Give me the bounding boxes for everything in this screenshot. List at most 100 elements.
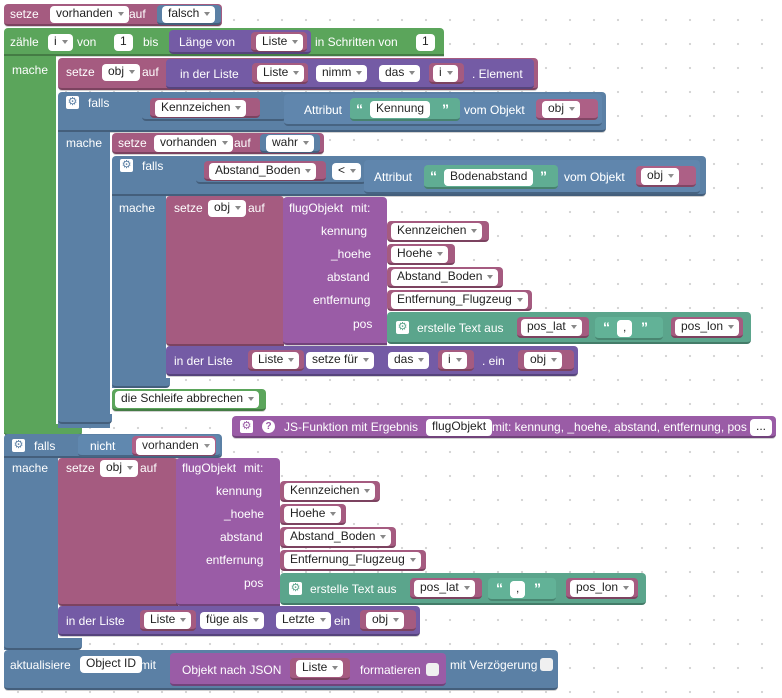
var-dropdown[interactable]: vorhanden xyxy=(50,6,129,23)
flugobjekt-call-block[interactable]: flugObjekt mit: kennung _hoehe abstand e… xyxy=(283,197,387,345)
obj-dropdown[interactable]: obj xyxy=(100,460,139,477)
lon-dropdown[interactable]: pos_lon xyxy=(570,580,635,597)
lon-dropdown[interactable]: pos_lon xyxy=(675,319,740,336)
to-json-block[interactable]: Objekt nach JSON Liste formatieren xyxy=(170,653,446,686)
format-checkbox[interactable] xyxy=(426,663,439,676)
flugobjekt-call-block-2[interactable]: flugObjekt mit: kennung _hoehe abstand e… xyxy=(176,458,280,606)
function-name-field[interactable]: flugObjekt xyxy=(426,419,493,436)
kennzeichen-dropdown[interactable]: Kennzeichen xyxy=(391,223,483,240)
var-dropdown[interactable]: vorhanden xyxy=(154,135,233,152)
attribute-block[interactable]: Attribut “ Kennung ” vom Objekt obj xyxy=(284,94,602,126)
gear-icon[interactable]: ⚙ xyxy=(12,439,25,452)
set-obj-flugobjekt-block-2[interactable]: setze obj auf xyxy=(58,458,178,606)
list-dropdown[interactable]: Liste xyxy=(257,65,305,82)
compare-block[interactable]: Kennzeichen = xyxy=(142,95,368,121)
compare-block[interactable]: Abstand_Boden < xyxy=(196,158,366,184)
separator-text[interactable]: , xyxy=(617,320,633,337)
hoehe-dropdown[interactable]: Hoehe xyxy=(391,246,449,263)
object-id-field[interactable]: Object ID xyxy=(80,656,143,673)
obj-dropdown[interactable]: obj xyxy=(102,64,141,81)
more-button[interactable]: ... xyxy=(750,419,773,436)
list-dropdown[interactable]: Liste xyxy=(144,612,192,629)
list-var-block[interactable]: Liste xyxy=(248,350,304,371)
bool-dropdown[interactable]: wahr xyxy=(266,135,315,152)
abstand-var-block[interactable]: Abstand_Boden xyxy=(387,267,503,288)
kennzeichen-var-block[interactable]: Kennzeichen xyxy=(387,221,489,242)
entfernung-var-block[interactable]: Entfernung_Flugzeug xyxy=(280,550,426,571)
op-dropdown[interactable]: nimm xyxy=(316,65,368,82)
list-var-block[interactable]: Liste xyxy=(252,63,308,84)
help-icon[interactable]: ? xyxy=(262,420,275,433)
gear-icon[interactable]: ⚙ xyxy=(66,96,79,109)
kennzeichen-var-block[interactable]: Kennzeichen xyxy=(280,481,380,502)
vorhanden-dropdown[interactable]: vorhanden xyxy=(136,438,215,455)
set-vorhanden-true-block[interactable]: setze vorhanden auf wahr xyxy=(112,133,324,154)
obj-dropdown[interactable]: obj xyxy=(542,101,581,118)
abstand-var-block[interactable]: Abstand_Boden xyxy=(280,527,396,548)
obj-var-block[interactable]: obj xyxy=(360,610,416,631)
abstand-dropdown[interactable]: Abstand_Boden xyxy=(209,163,317,180)
list-var-block[interactable]: Liste xyxy=(140,610,196,631)
attribute-block[interactable]: Attribut “ Bodenabstand ” vom Objekt obj xyxy=(364,160,700,194)
list-get-block[interactable]: in der Liste Liste nimm das i . Element xyxy=(166,59,534,89)
if-kennzeichen-block[interactable]: ⚙ falls Kennzeichen = Attribut “ Kennung… xyxy=(58,92,606,132)
bool-block[interactable]: wahr xyxy=(260,134,320,153)
break-dropdown[interactable]: die Schleife abbrechen xyxy=(115,391,260,408)
break-loop-block[interactable]: die Schleife abbrechen xyxy=(112,389,266,411)
delay-checkbox[interactable] xyxy=(540,658,553,671)
index-dropdown[interactable]: i xyxy=(433,65,458,82)
separator-text-block[interactable]: “ , ” xyxy=(595,317,663,340)
abstand-dropdown[interactable]: Abstand_Boden xyxy=(284,529,392,546)
text-join-block-2[interactable]: ⚙ erstelle Text aus pos_lat “ , ” pos_lo… xyxy=(280,573,646,605)
js-function-block[interactable]: ⚙ ? JS-Funktion mit Ergebnis flugObjekt … xyxy=(232,416,776,438)
index-dropdown[interactable]: i xyxy=(442,352,467,369)
lat-dropdown[interactable]: pos_lat xyxy=(521,319,582,336)
separator-text[interactable]: , xyxy=(510,581,526,598)
obj-var-block[interactable]: obj xyxy=(636,166,696,187)
if-abstand-block[interactable]: ⚙ falls Abstand_Boden < Attribut “ Boden… xyxy=(112,156,706,196)
text-literal-block[interactable]: “ Kennung ” xyxy=(350,98,460,121)
kennung-text[interactable]: Kennung xyxy=(370,101,431,118)
obj-var-block[interactable]: obj xyxy=(536,99,598,120)
lat-dropdown[interactable]: pos_lat xyxy=(414,580,475,597)
obj-dropdown[interactable]: obj xyxy=(524,352,563,369)
kennzeichen-dropdown[interactable]: Kennzeichen xyxy=(155,100,247,117)
lon-var-block[interactable]: pos_lon xyxy=(566,578,638,599)
index-var-block[interactable]: i xyxy=(438,350,474,371)
gear-icon[interactable]: ⚙ xyxy=(289,582,302,595)
if-not-vorhanden-block[interactable]: ⚙ falls nicht vorhanden xyxy=(4,434,222,458)
entfernung-var-block[interactable]: Entfernung_Flugzeug xyxy=(387,290,532,311)
length-block[interactable]: Länge von Liste xyxy=(169,30,311,54)
hoehe-var-block[interactable]: Hoehe xyxy=(387,244,455,265)
from-value[interactable]: 1 xyxy=(114,34,133,51)
bool-dropdown[interactable]: falsch xyxy=(162,6,216,23)
not-block[interactable]: nicht vorhanden xyxy=(78,435,220,457)
list-var-block[interactable]: Liste xyxy=(290,658,350,680)
list-add-block[interactable]: in der Liste Liste füge als Letzte ein o… xyxy=(58,606,420,636)
bodenabstand-text[interactable]: Bodenabstand xyxy=(444,169,534,186)
op-dropdown[interactable]: füge als xyxy=(200,612,265,629)
kennzeichen-dropdown[interactable]: Kennzeichen xyxy=(284,483,376,500)
obj-var-block[interactable]: obj xyxy=(518,350,574,371)
list-dropdown[interactable]: Liste xyxy=(296,660,344,677)
list-var-block[interactable]: Liste xyxy=(251,32,307,52)
abstand-dropdown[interactable]: Abstand_Boden xyxy=(391,269,499,286)
obj-dropdown[interactable]: obj xyxy=(208,200,247,217)
list-dropdown[interactable]: Liste xyxy=(256,34,304,51)
op-dropdown[interactable]: setze für xyxy=(306,352,375,369)
kennzeichen-var-block[interactable]: Kennzeichen xyxy=(150,98,260,118)
lon-var-block[interactable]: pos_lon xyxy=(671,317,743,338)
gear-icon[interactable]: ⚙ xyxy=(120,159,133,172)
bool-block[interactable]: falsch xyxy=(157,5,221,25)
hoehe-dropdown[interactable]: Hoehe xyxy=(284,506,342,523)
index-var-block[interactable]: i xyxy=(429,63,464,84)
where-dropdown[interactable]: Letzte xyxy=(276,612,331,629)
separator-text-block[interactable]: “ , ” xyxy=(488,578,556,601)
obj-dropdown[interactable]: obj xyxy=(366,612,405,629)
operator-dropdown[interactable]: < xyxy=(332,163,362,180)
update-block[interactable]: aktualisiere Object ID mit Objekt nach J… xyxy=(4,650,558,690)
set-obj-block[interactable]: setze obj auf in der Liste Liste nimm da… xyxy=(58,58,538,90)
set-vorhanden-block[interactable]: setze vorhanden auf falsch xyxy=(4,4,222,26)
text-join-block[interactable]: ⚙ erstelle Text aus pos_lat “ , ” pos_lo… xyxy=(387,312,751,344)
lat-var-block[interactable]: pos_lat xyxy=(517,317,589,338)
